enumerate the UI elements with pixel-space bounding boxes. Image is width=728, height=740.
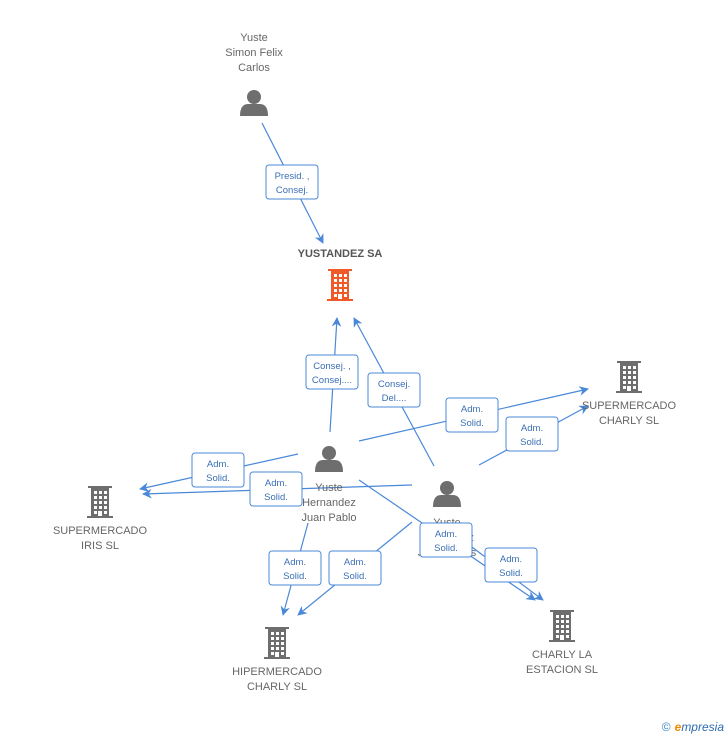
edge-label-box — [445, 397, 499, 433]
person-icon — [433, 481, 461, 507]
edge-label-box — [505, 416, 559, 452]
edge-label-box — [367, 372, 421, 408]
edge-label-text: Consej. , — [313, 361, 351, 372]
node-label: Yuste — [240, 32, 268, 44]
edge-label-text: Adm. — [207, 459, 229, 470]
edge-label-7[interactable]: Adm. Solid. — [268, 550, 322, 586]
edge-label-text: Consej. — [276, 185, 308, 196]
node-label: SUPERMERCADO — [582, 400, 677, 412]
edge-label-text: Solid. — [264, 492, 288, 503]
edge-label-text: Solid. — [283, 571, 307, 582]
building-icon — [87, 486, 113, 518]
node-label: CHARLY SL — [599, 415, 659, 427]
edge-label-text: Solid. — [343, 571, 367, 582]
edge-label-box — [419, 522, 473, 558]
node-label: CHARLY SL — [247, 681, 307, 693]
person-icon — [240, 90, 268, 116]
edge-label-box — [328, 550, 382, 586]
building-icon — [264, 627, 290, 659]
edge-label-4[interactable]: Adm. Solid. — [505, 416, 559, 452]
node-hiper-charly[interactable]: HIPERMERCADO CHARLY SL — [232, 627, 322, 693]
edge-label-text: Adm. — [284, 557, 306, 568]
node-yustandez[interactable]: YUSTANDEZ SA — [298, 248, 383, 301]
node-super-iris[interactable]: SUPERMERCADO IRIS SL — [53, 486, 148, 552]
edge-label-text: Solid. — [460, 418, 484, 429]
edge-label-10[interactable]: Adm. Solid. — [484, 547, 538, 583]
edge-label-text: Adm. — [265, 478, 287, 489]
node-label: ESTACION SL — [526, 664, 598, 676]
node-label: Yuste — [315, 482, 343, 494]
edge-label-text: Presid. , — [275, 171, 310, 182]
edge-label-box — [265, 164, 319, 200]
person-icon — [315, 446, 343, 472]
edge-label-box — [191, 452, 245, 488]
edge-label-text: Adm. — [500, 554, 522, 565]
edge-label-box — [305, 354, 359, 390]
edges-layer — [139, 122, 589, 616]
edge-label-0[interactable]: Presid. , Consej. — [265, 164, 319, 200]
edge-label-text: Consej. — [378, 379, 410, 390]
edge-label-text: Adm. — [521, 423, 543, 434]
edge-label-text: Adm. — [344, 557, 366, 568]
edge-label-text: Solid. — [499, 568, 523, 579]
node-label: CHARLY LA — [532, 649, 593, 661]
edge-label-box — [268, 550, 322, 586]
edge-label-8[interactable]: Adm. Solid. — [328, 550, 382, 586]
edge-label-2[interactable]: Consej. Del.... — [367, 372, 421, 408]
node-label: SUPERMERCADO — [53, 525, 148, 537]
copyright-symbol: © — [661, 720, 671, 734]
building-icon — [549, 610, 575, 642]
footer-brand: ©empresia — [662, 720, 724, 734]
edge-label-6[interactable]: Adm. Solid. — [249, 471, 303, 507]
node-label: Hernandez — [302, 497, 356, 509]
node-label: HIPERMERCADO — [232, 666, 322, 678]
building-icon — [327, 269, 353, 301]
edge-label-text: Solid. — [520, 437, 544, 448]
node-label: Simon Felix — [225, 47, 283, 59]
edge-label-text: Adm. — [435, 529, 457, 540]
node-super-charly[interactable]: SUPERMERCADO CHARLY SL — [582, 361, 677, 427]
edge-label-text: Solid. — [206, 473, 230, 484]
edge-label-text: Del.... — [382, 393, 407, 404]
node-charly-estacion[interactable]: CHARLY LA ESTACION SL — [526, 610, 598, 676]
node-label: Carlos — [238, 62, 270, 74]
building-icon — [616, 361, 642, 393]
edge-label-9[interactable]: Adm. Solid. — [419, 522, 473, 558]
brand-logo-e: e — [674, 720, 682, 734]
edge-label-1[interactable]: Consej. , Consej.... — [305, 354, 359, 390]
edge-label-text: Consej.... — [312, 375, 352, 386]
edge-label-text: Solid. — [434, 543, 458, 554]
node-label: YUSTANDEZ SA — [298, 248, 383, 260]
edge-label-3[interactable]: Adm. Solid. — [445, 397, 499, 433]
node-label: IRIS SL — [81, 540, 119, 552]
node-label: Juan Pablo — [301, 512, 356, 524]
edge-label-5[interactable]: Adm. Solid. — [191, 452, 245, 488]
edge-label-text: Adm. — [461, 404, 483, 415]
edge-labels-layer: Presid. ,Consej.Consej. ,Consej....Conse… — [191, 164, 559, 586]
edge-label-box — [249, 471, 303, 507]
brand-logo-text: mpresia — [681, 720, 724, 734]
edge-label-box — [484, 547, 538, 583]
